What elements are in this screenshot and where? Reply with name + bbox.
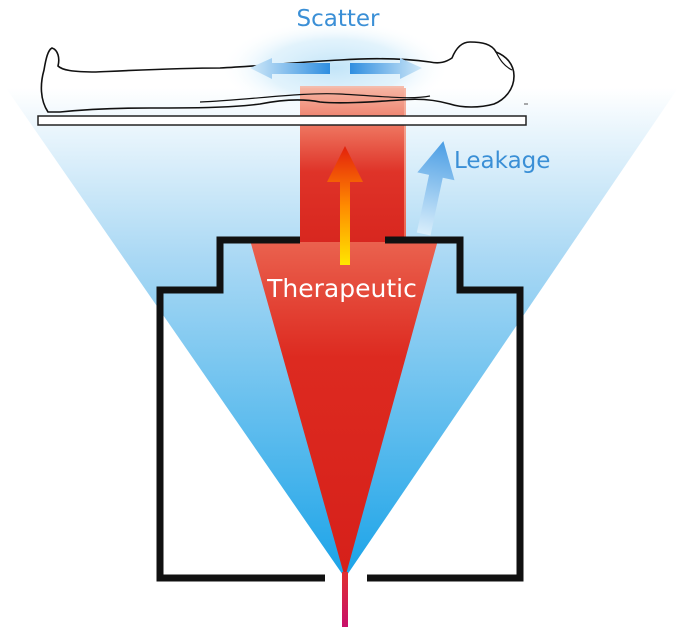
treatment-table <box>37 115 527 126</box>
leakage-label: Leakage <box>454 148 550 174</box>
scatter-arrow-left <box>250 58 330 79</box>
scatter-label: Scatter <box>297 6 381 32</box>
radiation-source <box>342 572 348 627</box>
leakage-arrow <box>416 141 455 236</box>
collimator-housing-right <box>367 236 524 582</box>
therapeutic-arrow <box>327 146 363 265</box>
patient-face-line <box>495 51 513 71</box>
patient-outline <box>40 41 515 113</box>
collimator-housing-left <box>156 236 325 582</box>
scatter-arrow-right <box>350 58 422 79</box>
therapeutic-label: Therapeutic <box>266 274 417 303</box>
patient-arm-line <box>199 93 431 103</box>
